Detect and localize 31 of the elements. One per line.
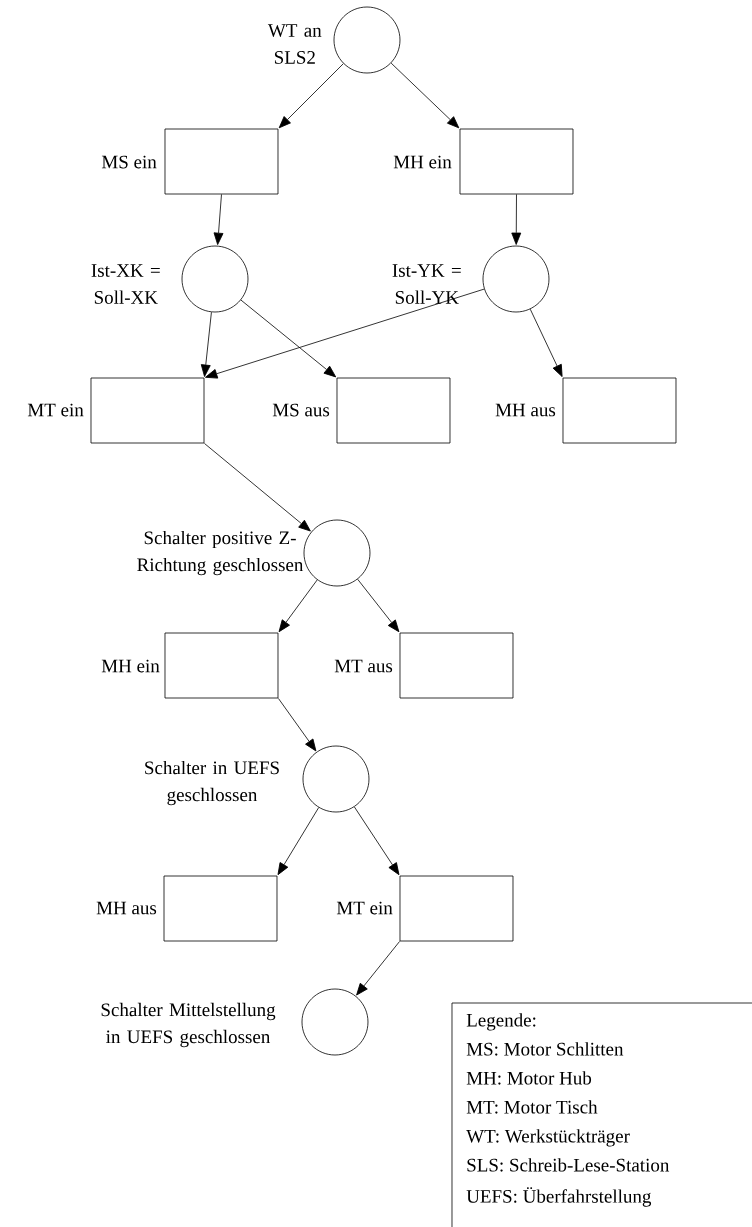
node-label: Schalter Mittelstellung in UEFS geschlossen <box>101 1002 276 1048</box>
node-label: MS aus <box>272 403 330 417</box>
arrow <box>240 299 337 378</box>
node-label: Schalter positive Z-Richtung geschlossen <box>137 530 304 576</box>
legend-box: Legende: MS: Motor Schlitten MH: Motor Hub MT: Motor Tisch WT: Werkstückträger SLS: Schreib-Lese-Station UEFS: Überfahrstellung <box>451 1002 752 1227</box>
node-label: Ist-YK = Soll-YK <box>392 264 461 304</box>
arrow <box>213 194 224 245</box>
arrow <box>205 288 485 379</box>
node-label: MH aus <box>96 901 157 915</box>
node-label: MT aus <box>334 659 393 673</box>
arrow <box>529 308 563 377</box>
node-label: WT an SLS2 <box>267 24 322 64</box>
node-label: MH ein <box>393 155 452 169</box>
node-label: Ist-XK = Soll-XK <box>91 264 160 304</box>
arrow <box>353 806 400 876</box>
node-label: MH aus <box>495 403 556 417</box>
arrow <box>277 807 320 876</box>
arrow <box>200 311 212 377</box>
arrow <box>511 194 522 245</box>
node-label: MT ein <box>27 403 84 417</box>
arrow <box>204 443 311 532</box>
node-label: MS ein <box>101 155 157 169</box>
arrow <box>278 698 317 752</box>
node-label: Schalter in UEFS geschlossen <box>145 760 279 806</box>
arrow <box>356 941 400 996</box>
arrow <box>390 62 460 129</box>
node-label: MH ein <box>101 659 160 673</box>
node-label: MT ein <box>336 901 393 915</box>
arrow <box>278 63 344 129</box>
arrow <box>278 579 318 633</box>
arrow <box>357 578 400 633</box>
